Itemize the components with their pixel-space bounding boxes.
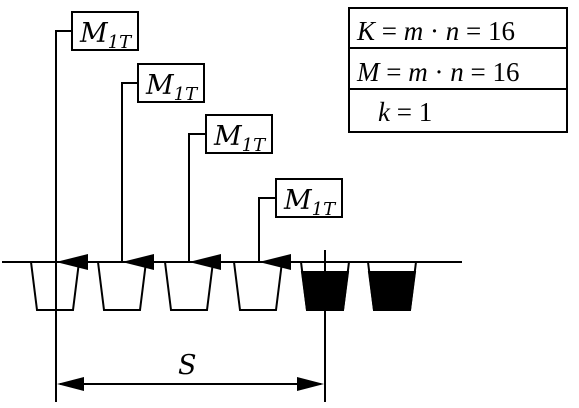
pit-empty — [232, 261, 284, 311]
label-m1t-text: M1T — [145, 70, 199, 105]
dimension-arrow-right — [297, 377, 324, 391]
label-box — [205, 114, 273, 154]
dimension-s-label: S — [178, 350, 197, 381]
pit-filled — [367, 271, 417, 311]
leader-arrow — [188, 133, 221, 270]
label-m1t-4: M1T — [258, 178, 343, 270]
pit-empty — [163, 261, 215, 311]
leader-arrow — [258, 197, 291, 270]
pit-row — [29, 261, 418, 311]
label-m1t-2: M1T — [121, 63, 205, 270]
label-m1t-text: M1T — [213, 121, 267, 156]
leader-arrow — [121, 82, 154, 270]
formula-k-total: K = m · n = 16 — [356, 16, 515, 46]
label-m1t-1: M1T — [55, 11, 139, 270]
formula-table-frame — [348, 7, 568, 133]
label-box — [275, 178, 343, 218]
leader-arrow — [55, 30, 88, 270]
formula-m-total: M = m · n = 16 — [356, 57, 519, 87]
dimension-arrow-left — [57, 377, 84, 391]
pit-empty — [96, 261, 148, 311]
formula-table: K = m · n = 16 M = m · n = 16 k = 1 — [348, 7, 568, 133]
label-box — [71, 11, 139, 51]
label-m1t-text: M1T — [79, 18, 133, 53]
formula-k-step: k = 1 — [378, 97, 432, 127]
label-m1t-text: M1T — [283, 185, 337, 220]
label-m1t-3: M1T — [188, 114, 273, 270]
dimension-s: S — [55, 250, 326, 402]
